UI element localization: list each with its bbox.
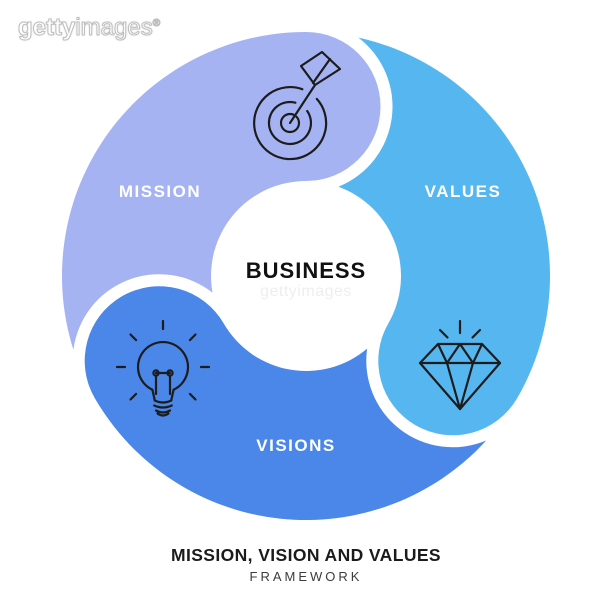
mission-segment: [61, 31, 381, 350]
center-ghost-watermark: gettyimages: [260, 283, 352, 300]
watermark-brand-light: images: [75, 14, 153, 42]
caption-title: MISSION, VISION AND VALUES: [170, 545, 441, 565]
center-business-label: BUSINESS: [245, 258, 367, 283]
values-segment: [338, 37, 551, 436]
lightbulb-icon: [115, 319, 211, 417]
registered-trademark-symbol: ®: [152, 18, 161, 30]
watermark-brand-bold: getty: [17, 14, 76, 42]
gettyimages-watermark: gettyimages®: [17, 14, 161, 42]
diamond-icon: [418, 319, 502, 411]
visions-segment-label: VISIONS: [256, 436, 336, 455]
mission-segment-label: MISSION: [118, 182, 202, 201]
caption-subtitle: FRAMEWORK: [249, 569, 363, 584]
caption-block: MISSION, VISION AND VALUES FRAMEWORK: [0, 545, 612, 584]
visions-segment: [84, 286, 487, 521]
target-dart-icon: [253, 50, 342, 161]
values-segment-label: VALUES: [424, 182, 502, 201]
